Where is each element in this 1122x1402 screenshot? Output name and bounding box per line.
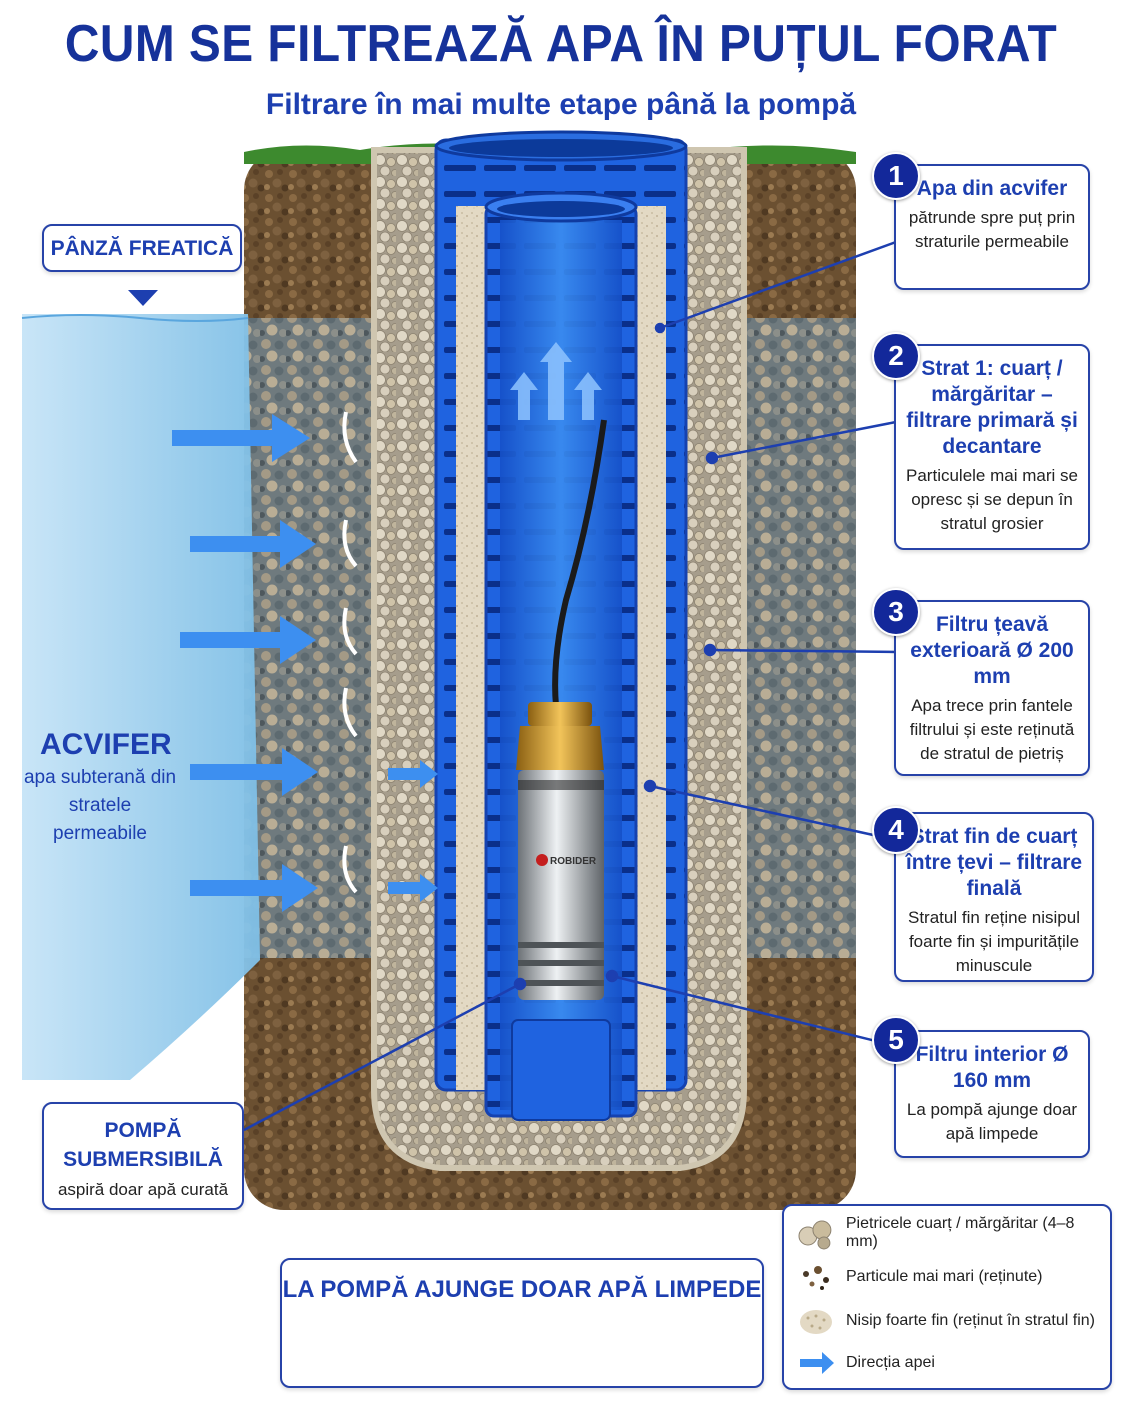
arrow-icon (800, 1352, 834, 1374)
groundwater-label: PÂNZĂ FREATICĂ (50, 237, 234, 260)
step-1-number: 1 (872, 152, 920, 200)
pump-description: aspiră doar apă curată (57, 1180, 229, 1199)
bottom-message: LA POMPĂ AJUNGE DOAR APĂ LIMPEDE (282, 1276, 762, 1303)
water-surface-line (21, 314, 249, 322)
pebbles-icon (798, 1220, 832, 1250)
step-5-desc: La pompă ajunge doar apă limpede (906, 1100, 1078, 1143)
step-4-desc: Stratul fin reține nisipul foarte fin și… (908, 908, 1080, 975)
page-subtitle: Filtrare în mai multe etape până la pomp… (265, 88, 857, 121)
legend-item-pebbles: Pietricele cuarț / mărgăritar (4–8 mm) (796, 1215, 1110, 1250)
pump-cable (552, 419, 607, 707)
legend-label: Direcția apei (846, 1354, 935, 1371)
callout-lines (243, 240, 897, 1132)
step-3-number: 3 (872, 588, 920, 636)
legend-item-arrow: Direcția apei (796, 1346, 935, 1380)
upflow-arrows (510, 342, 602, 420)
aquifer-description: apa subterană din stratele permeabile (23, 767, 177, 844)
legend-label: Nisip foarte fin (reținut în stratul fin… (846, 1312, 1095, 1329)
step-3-box: Filtru țeavă exterioară Ø 200 mm Apa tre… (894, 600, 1090, 776)
groundwater-label-box: PÂNZĂ FREATICĂ (42, 224, 242, 272)
water-level-marker-icon (128, 290, 158, 306)
inflow-arrows (172, 414, 438, 912)
step-4-box: Strat fin de cuarț între țevi – filtrare… (894, 812, 1094, 982)
step-5-box: Filtru interior Ø 160 mm La pompă ajunge… (894, 1030, 1090, 1158)
legend-item-particles: Particule mai mari (reținute) (796, 1260, 1043, 1294)
step-4-title: Strat fin de cuarț între țevi – filtrare… (905, 825, 1083, 900)
aquifer-title: ACVIFER (40, 728, 172, 761)
step-1-desc: pătrunde spre puț prin straturile permea… (908, 208, 1076, 251)
legend-item-sand: Nisip foarte fin (reținut în stratul fin… (796, 1304, 1095, 1338)
legend-label: Particule mai mari (reținute) (846, 1268, 1043, 1285)
legend-label: Pietricele cuarț / mărgăritar (4–8 mm) (845, 1215, 1075, 1250)
particles-icon (803, 1266, 829, 1290)
step-2-box: Strat 1: cuarț / mărgăritar – filtrare p… (894, 344, 1090, 550)
step-2-title: Strat 1: cuarț / mărgăritar – filtrare p… (906, 357, 1078, 458)
flow-swirls (342, 411, 358, 894)
groundwater (22, 314, 260, 1080)
pump-title: POMPĂ SUBMERSIBILĂ (63, 1119, 223, 1171)
submersible-pump: ROBIDER (511, 702, 611, 1121)
step-4-number: 4 (872, 806, 920, 854)
step-5-title: Filtru interior Ø 160 mm (915, 1043, 1069, 1092)
sand-icon (800, 1310, 832, 1334)
bottom-message-box: LA POMPĂ AJUNGE DOAR APĂ LIMPEDE (280, 1258, 764, 1388)
step-3-title: Filtru țeavă exterioară Ø 200 mm (910, 613, 1074, 688)
step-2-desc: Particulele mai mari se opresc și se dep… (906, 466, 1078, 533)
page-title: CUM SE FILTREAZĂ APA ÎN PUȚUL FORAT (64, 15, 1058, 73)
legend: Pietricele cuarț / mărgăritar (4–8 mm) P… (782, 1204, 1112, 1390)
step-3-desc: Apa trece prin fantele filtrului și este… (909, 696, 1075, 763)
pump-label-box: POMPĂ SUBMERSIBILĂ aspiră doar apă curat… (42, 1102, 244, 1210)
step-1-title: Apa din acvifer (916, 177, 1068, 200)
step-2-number: 2 (872, 332, 920, 380)
step-5-number: 5 (872, 1016, 920, 1064)
step-1-box: Apa din acvifer pătrunde spre puț prin s… (894, 164, 1090, 290)
pump-brand: ROBIDER (550, 856, 597, 867)
